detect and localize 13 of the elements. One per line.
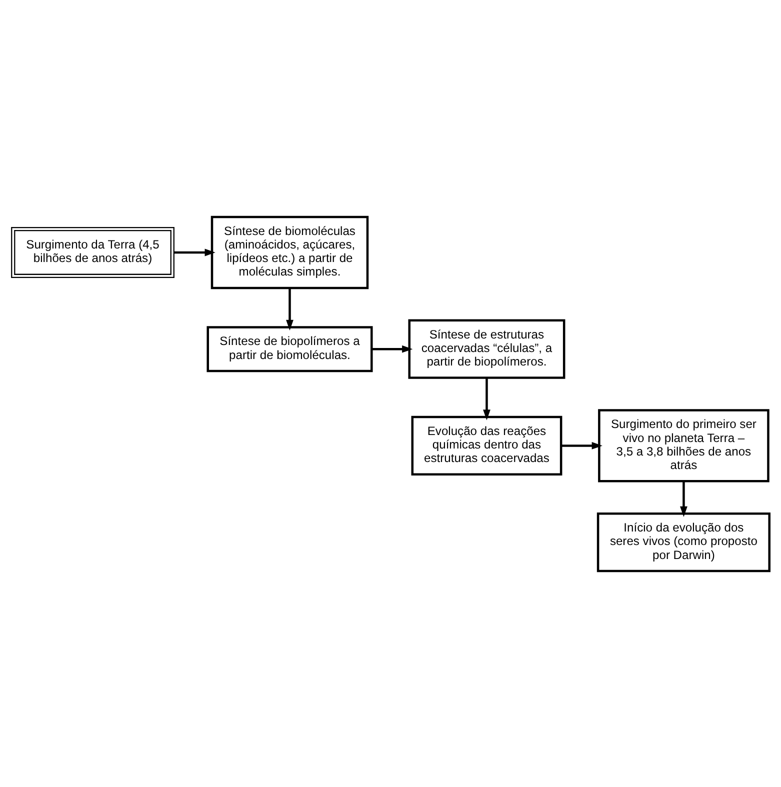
node-box: Surgimento da Terra (4,5 bilhões de anos atrás) [11,226,174,278]
arrow [372,344,413,352]
arrow [680,480,688,516]
node-box: Evolução das reações químicas dentro das estruturas coacervadas [411,415,562,475]
node-box: Surgimento do primeiro ser vivo no planeta Terra – 3,5 a 3,8 bilhões de anos atrás [598,408,770,482]
node-box: Início da evolução dos seres vivos (como proposto por Darwin) [596,512,770,572]
node-box: Síntese de biopolímeros a partir de biomoléculas. [206,326,373,372]
node-box: Síntese de biomoléculas (aminoácidos, açúcares, lipídeos etc.) a partir de moléculas simples. [210,215,369,289]
arrow [174,248,216,256]
arrow [483,377,490,420]
node-box: Síntese de estruturas coacervadas “células”, a partir de biopolímeros. [408,318,566,378]
arrow [286,288,294,330]
arrow [561,441,602,449]
